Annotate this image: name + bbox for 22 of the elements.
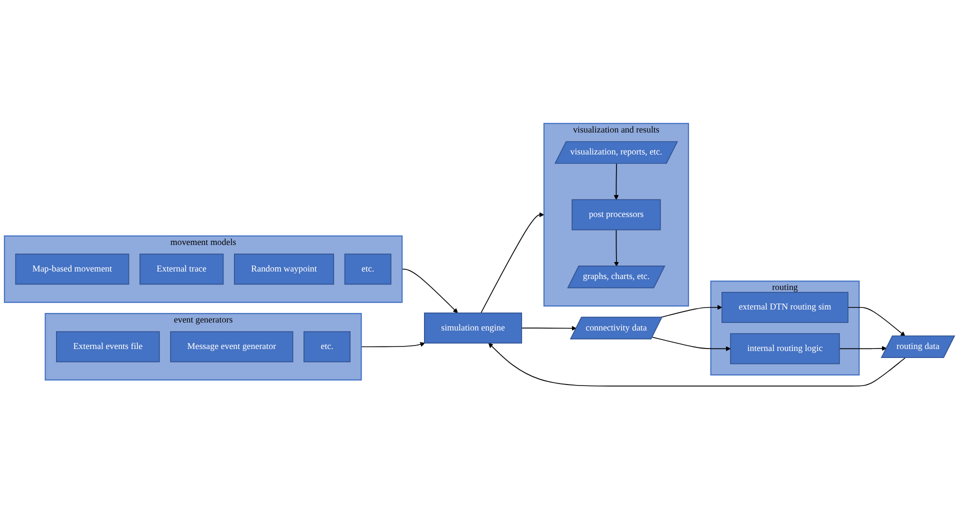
node-box: Map-based movement — [15, 254, 130, 285]
node-box: Random waypoint — [234, 254, 334, 285]
node-box: etc. — [344, 254, 392, 285]
arrow — [660, 305, 722, 318]
node-box: simulation engine — [424, 312, 522, 344]
node-box: post processors — [572, 199, 661, 230]
arrow — [488, 343, 906, 387]
arrow — [402, 268, 458, 314]
node-box: Message event generator — [170, 331, 294, 362]
arrow — [839, 346, 887, 352]
arrow — [521, 326, 576, 331]
arrow — [360, 342, 426, 348]
node-box: External events file — [56, 331, 160, 362]
node-box: etc. — [304, 331, 351, 362]
arrow — [614, 163, 619, 200]
node-box: internal routing logic — [730, 333, 840, 364]
arrow — [652, 337, 731, 352]
node-box: External trace — [139, 254, 224, 285]
node-box: external DTN routing sim — [722, 292, 848, 324]
arrow — [480, 212, 544, 314]
arrow — [848, 307, 906, 337]
arrow — [614, 230, 619, 267]
